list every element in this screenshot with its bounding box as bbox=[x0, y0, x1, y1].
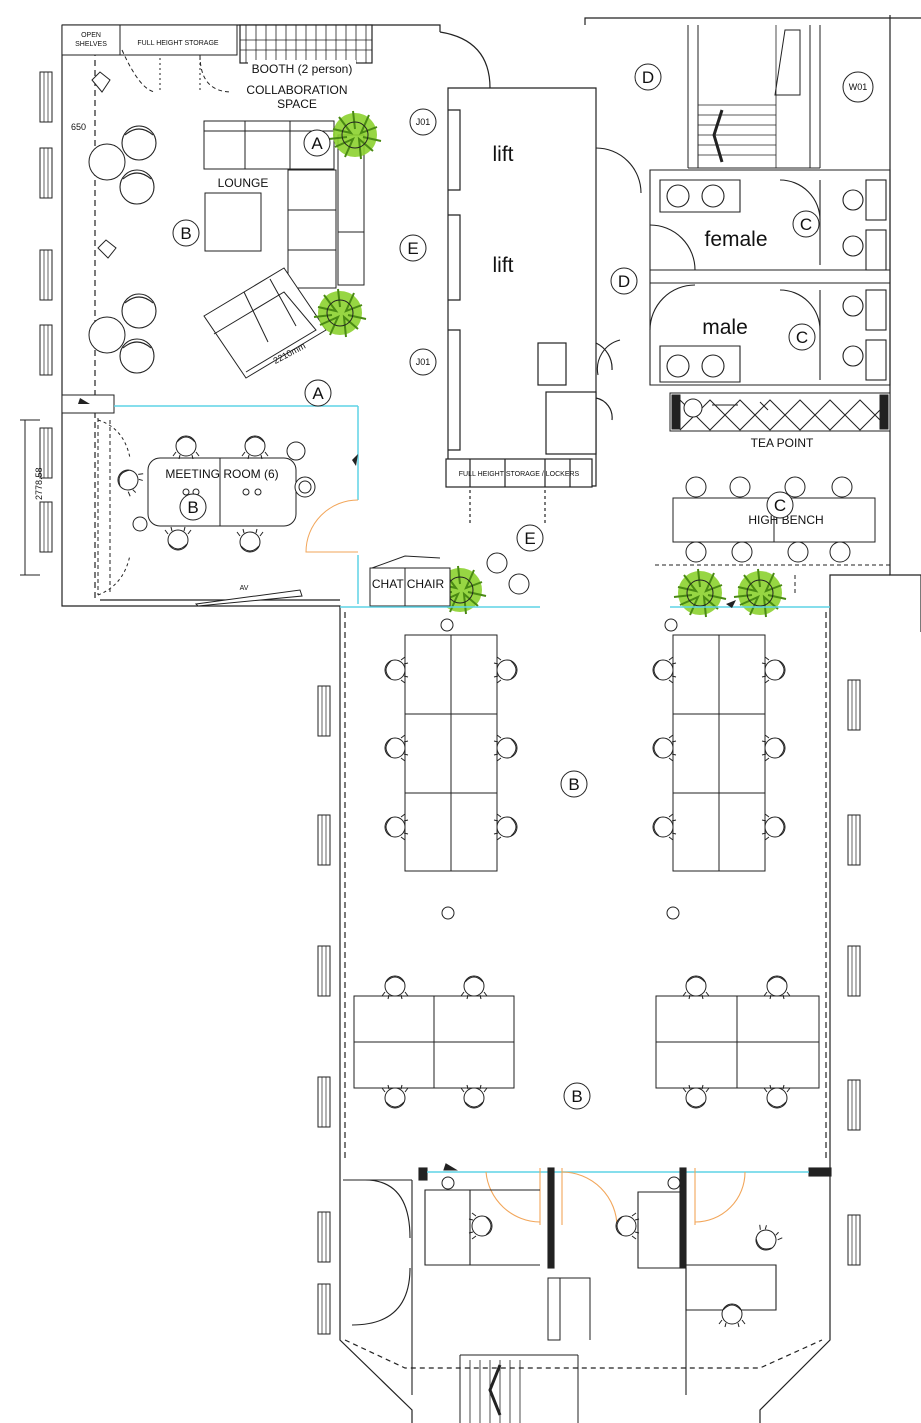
zone-tag-label: C bbox=[796, 328, 808, 347]
full-height-storage-label: FULL HEIGHT STORAGE bbox=[137, 40, 218, 47]
av-label: AV bbox=[240, 585, 249, 592]
zone-tag-label: B bbox=[180, 224, 191, 243]
high-bench-label: HIGH BENCH bbox=[748, 513, 823, 527]
lockers-label: FULL HEIGHT STORAGE / LOCKERS bbox=[459, 471, 580, 478]
zone-tag-e2: E bbox=[516, 524, 544, 552]
chat-chair bbox=[340, 552, 830, 608]
booth-label: BOOTH (2 person) bbox=[252, 62, 353, 76]
storage-strip: OPEN SHELVES FULL HEIGHT STORAGE BOOTH (… bbox=[61, 24, 373, 76]
zone-tag-d2: D bbox=[610, 267, 638, 295]
tea-point-label: TEA POINT bbox=[751, 436, 814, 450]
chat-chair-label: CHAT CHAIR bbox=[372, 577, 445, 591]
desk-bank-lower-right bbox=[655, 975, 820, 1109]
zone-tag-label: A bbox=[311, 134, 323, 153]
j01-tag-a: J01 bbox=[416, 117, 431, 127]
washrooms bbox=[595, 147, 891, 386]
zone-tag-d1: D bbox=[634, 63, 662, 91]
w01-tag: W01 bbox=[849, 82, 868, 92]
zone-tag-label: C bbox=[774, 496, 786, 515]
zone-tag-a: A bbox=[304, 379, 332, 407]
zone-tag-c3: C bbox=[766, 491, 794, 519]
zone-tag-label: A bbox=[312, 384, 324, 403]
female-label: female bbox=[704, 228, 767, 251]
zone-tag-label: B bbox=[571, 1087, 582, 1106]
open-shelves-label-1: OPEN bbox=[81, 32, 101, 39]
lift-label-2: lift bbox=[493, 254, 514, 277]
columns bbox=[440, 618, 681, 1190]
dim-2778: 2778.58 bbox=[34, 467, 44, 500]
desk-bank-upper-left bbox=[384, 634, 518, 872]
male-label: male bbox=[702, 316, 748, 339]
zone-tag-label: D bbox=[618, 272, 630, 291]
lounge-area bbox=[91, 49, 365, 379]
lift-label-1: lift bbox=[493, 143, 514, 166]
bottom-offices bbox=[343, 1163, 832, 1395]
zone-tag-a2: A bbox=[303, 129, 331, 157]
desk-bank-lower-left bbox=[353, 975, 515, 1109]
zone-tag-b1: B bbox=[172, 219, 200, 247]
zone-tag-label: E bbox=[407, 239, 418, 258]
zone-tag-label: E bbox=[524, 529, 535, 548]
stairs-bottom bbox=[459, 1277, 591, 1423]
zone-tags: A A B B B B C C C D D E E bbox=[172, 63, 820, 1110]
zone-tag-label: B bbox=[187, 498, 198, 517]
stairs-top bbox=[687, 25, 821, 169]
lift-core bbox=[439, 31, 613, 523]
lounge-label: LOUNGE bbox=[218, 176, 269, 190]
meeting-room-label: MEETING ROOM (6) bbox=[165, 467, 278, 481]
zone-tag-b4: B bbox=[563, 1082, 591, 1110]
zone-tag-label: C bbox=[800, 215, 812, 234]
zone-tag-c1: C bbox=[792, 210, 820, 238]
collaboration-label-1: COLLABORATION bbox=[246, 83, 347, 97]
zone-tag-label: D bbox=[642, 68, 654, 87]
j01-tag-b: J01 bbox=[416, 357, 431, 367]
collaboration-label-2: SPACE bbox=[277, 97, 317, 111]
zone-tag-b2: B bbox=[179, 493, 207, 521]
zone-tag-c2: C bbox=[788, 323, 816, 351]
tub-chairs bbox=[88, 125, 157, 374]
open-shelves-label-2: SHELVES bbox=[75, 41, 107, 48]
tea-point bbox=[669, 392, 891, 432]
zone-tag-label: B bbox=[568, 775, 579, 794]
zone-tag-e1: E bbox=[399, 234, 427, 262]
dim-650: 650 bbox=[71, 122, 86, 132]
zone-tag-b3: B bbox=[560, 770, 588, 798]
desk-bank-upper-right bbox=[652, 634, 786, 872]
